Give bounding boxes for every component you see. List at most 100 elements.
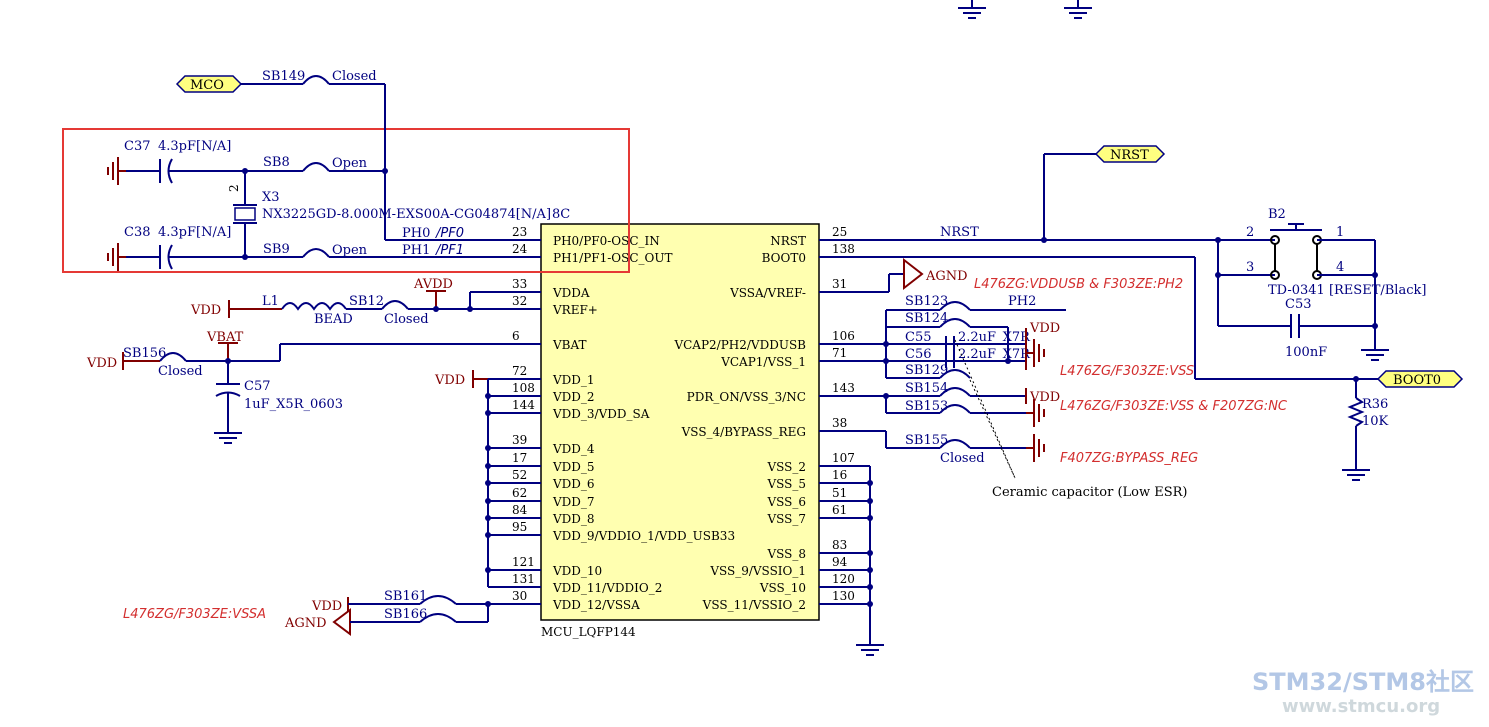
sb124-label: SB124 (905, 311, 948, 326)
sb124-jumper (939, 318, 971, 328)
sb155-jumper (939, 439, 971, 449)
ph0-label: PH0 (402, 226, 430, 241)
junction-dot (485, 445, 491, 451)
pin-number: 39 (512, 433, 527, 447)
pin-number: 131 (512, 572, 535, 586)
l1-value: BEAD (314, 312, 353, 327)
ground-symbol (1025, 433, 1045, 463)
pin-label: VDD_3/VDD_SA (552, 407, 650, 421)
pin-number: 6 (512, 329, 520, 343)
sb161-jumper (419, 595, 457, 605)
junction-dot (867, 584, 873, 590)
svg-text:AGND: AGND (925, 269, 968, 284)
c56-label: C56 (905, 347, 932, 362)
svg-text:/PF1: /PF1 (435, 243, 464, 258)
pin-number: 144 (512, 398, 535, 412)
junction-dot (485, 480, 491, 486)
mcu-right-pins: 25NRST138BOOT031VSSA/VREF-106VCAP2/PH2/V… (673, 225, 870, 612)
pin-label: VDD_9/VDDIO_1/VDD_USB33 (552, 529, 735, 543)
x3-label: X3 (262, 190, 280, 205)
pin-label: VDD_5 (552, 460, 595, 474)
vdd-power-l1: VDD (190, 300, 282, 318)
note-bypass: F407ZG:BYPASS_REG (1060, 451, 1198, 466)
svg-text:4: 4 (1336, 260, 1344, 275)
note-vddusb: L476ZG:VDDUSB & F303ZE:PH2 (974, 277, 1183, 292)
pin-label: VSS_5 (766, 477, 806, 491)
ground-symbol (1063, 0, 1093, 19)
pin-label: VSS_8 (766, 547, 806, 561)
pin-number: 143 (832, 381, 855, 395)
pin-number: 30 (512, 589, 527, 603)
pin-label: VREF+ (552, 303, 598, 317)
pin-number: 121 (512, 555, 535, 569)
pin-label: VSS_6 (766, 495, 806, 509)
svg-text:VDD: VDD (190, 303, 221, 318)
c37-ground (107, 156, 127, 186)
c37-value: 4.3pF[N/A] (158, 139, 231, 154)
pin-number: 106 (832, 329, 855, 343)
c57-value: 1uF_X5R_0603 (244, 397, 343, 412)
pin-number: 33 (512, 277, 527, 291)
boot0-port: BOOT0 (1376, 370, 1464, 388)
agnd-symbol-right: AGND (903, 257, 968, 291)
pin-label: VDDA (552, 286, 590, 300)
pin-label: VDD_1 (552, 373, 595, 387)
c56-value: 2.2uF_X7R (958, 347, 1031, 362)
junction-dot (485, 393, 491, 399)
pin-number: 24 (512, 242, 528, 256)
pin-label: VSS_7 (766, 512, 806, 526)
ceramic-note: Ceramic capacitor (Low ESR) (992, 485, 1188, 500)
pin-label: VDD_8 (552, 512, 595, 526)
pin-label: PH0/PF0-OSC_IN (553, 234, 660, 248)
svg-text:2: 2 (1246, 225, 1254, 240)
r36-resistor (1347, 397, 1365, 427)
sb153-jumper (939, 404, 971, 414)
pin-label: VCAP1/VSS_1 (720, 355, 806, 369)
mcu-name: MCU_LQFP144 (541, 625, 636, 639)
pin-number: 130 (832, 589, 855, 603)
pin-label: VDD_11/VDDIO_2 (552, 581, 662, 595)
pin-label: VSSA/VREF- (729, 286, 806, 300)
pin-label: VSS_2 (766, 460, 806, 474)
avdd-power: AVDD (413, 277, 453, 309)
sb9-label: SB9 (263, 242, 290, 257)
svg-text:1: 1 (1336, 225, 1344, 240)
c55-value: 2.2uF_X7R (958, 330, 1031, 345)
sb9-state: Open (332, 243, 368, 258)
sb155-state: Closed (940, 451, 985, 466)
pin-label: VCAP2/PH2/VDDUSB (673, 338, 806, 352)
pin-label: VSS_10 (759, 581, 806, 595)
junction-dot (867, 550, 873, 556)
pin-label: VBAT (552, 338, 587, 352)
note-vssa: L476ZG/F303ZE:VSSA (123, 607, 266, 622)
c38-value: 4.3pF[N/A] (158, 225, 231, 240)
c53-value: 100nF (1285, 345, 1327, 360)
svg-text:NRST: NRST (1110, 148, 1149, 163)
b2-part: TD-0341 [RESET/Black] (1268, 283, 1426, 298)
svg-text:3: 3 (1246, 260, 1254, 275)
l1-label: L1 (262, 294, 279, 309)
pin-number: 62 (512, 486, 527, 500)
svg-text:VDD: VDD (1029, 321, 1060, 336)
sb129-jumper (939, 369, 971, 379)
sb9-jumper (302, 248, 330, 258)
sb156-jumper (159, 352, 187, 362)
svg-text:2: 2 (227, 184, 241, 192)
pin-label: VSS_9/VSSIO_1 (709, 564, 806, 578)
junction-dot (867, 498, 873, 504)
